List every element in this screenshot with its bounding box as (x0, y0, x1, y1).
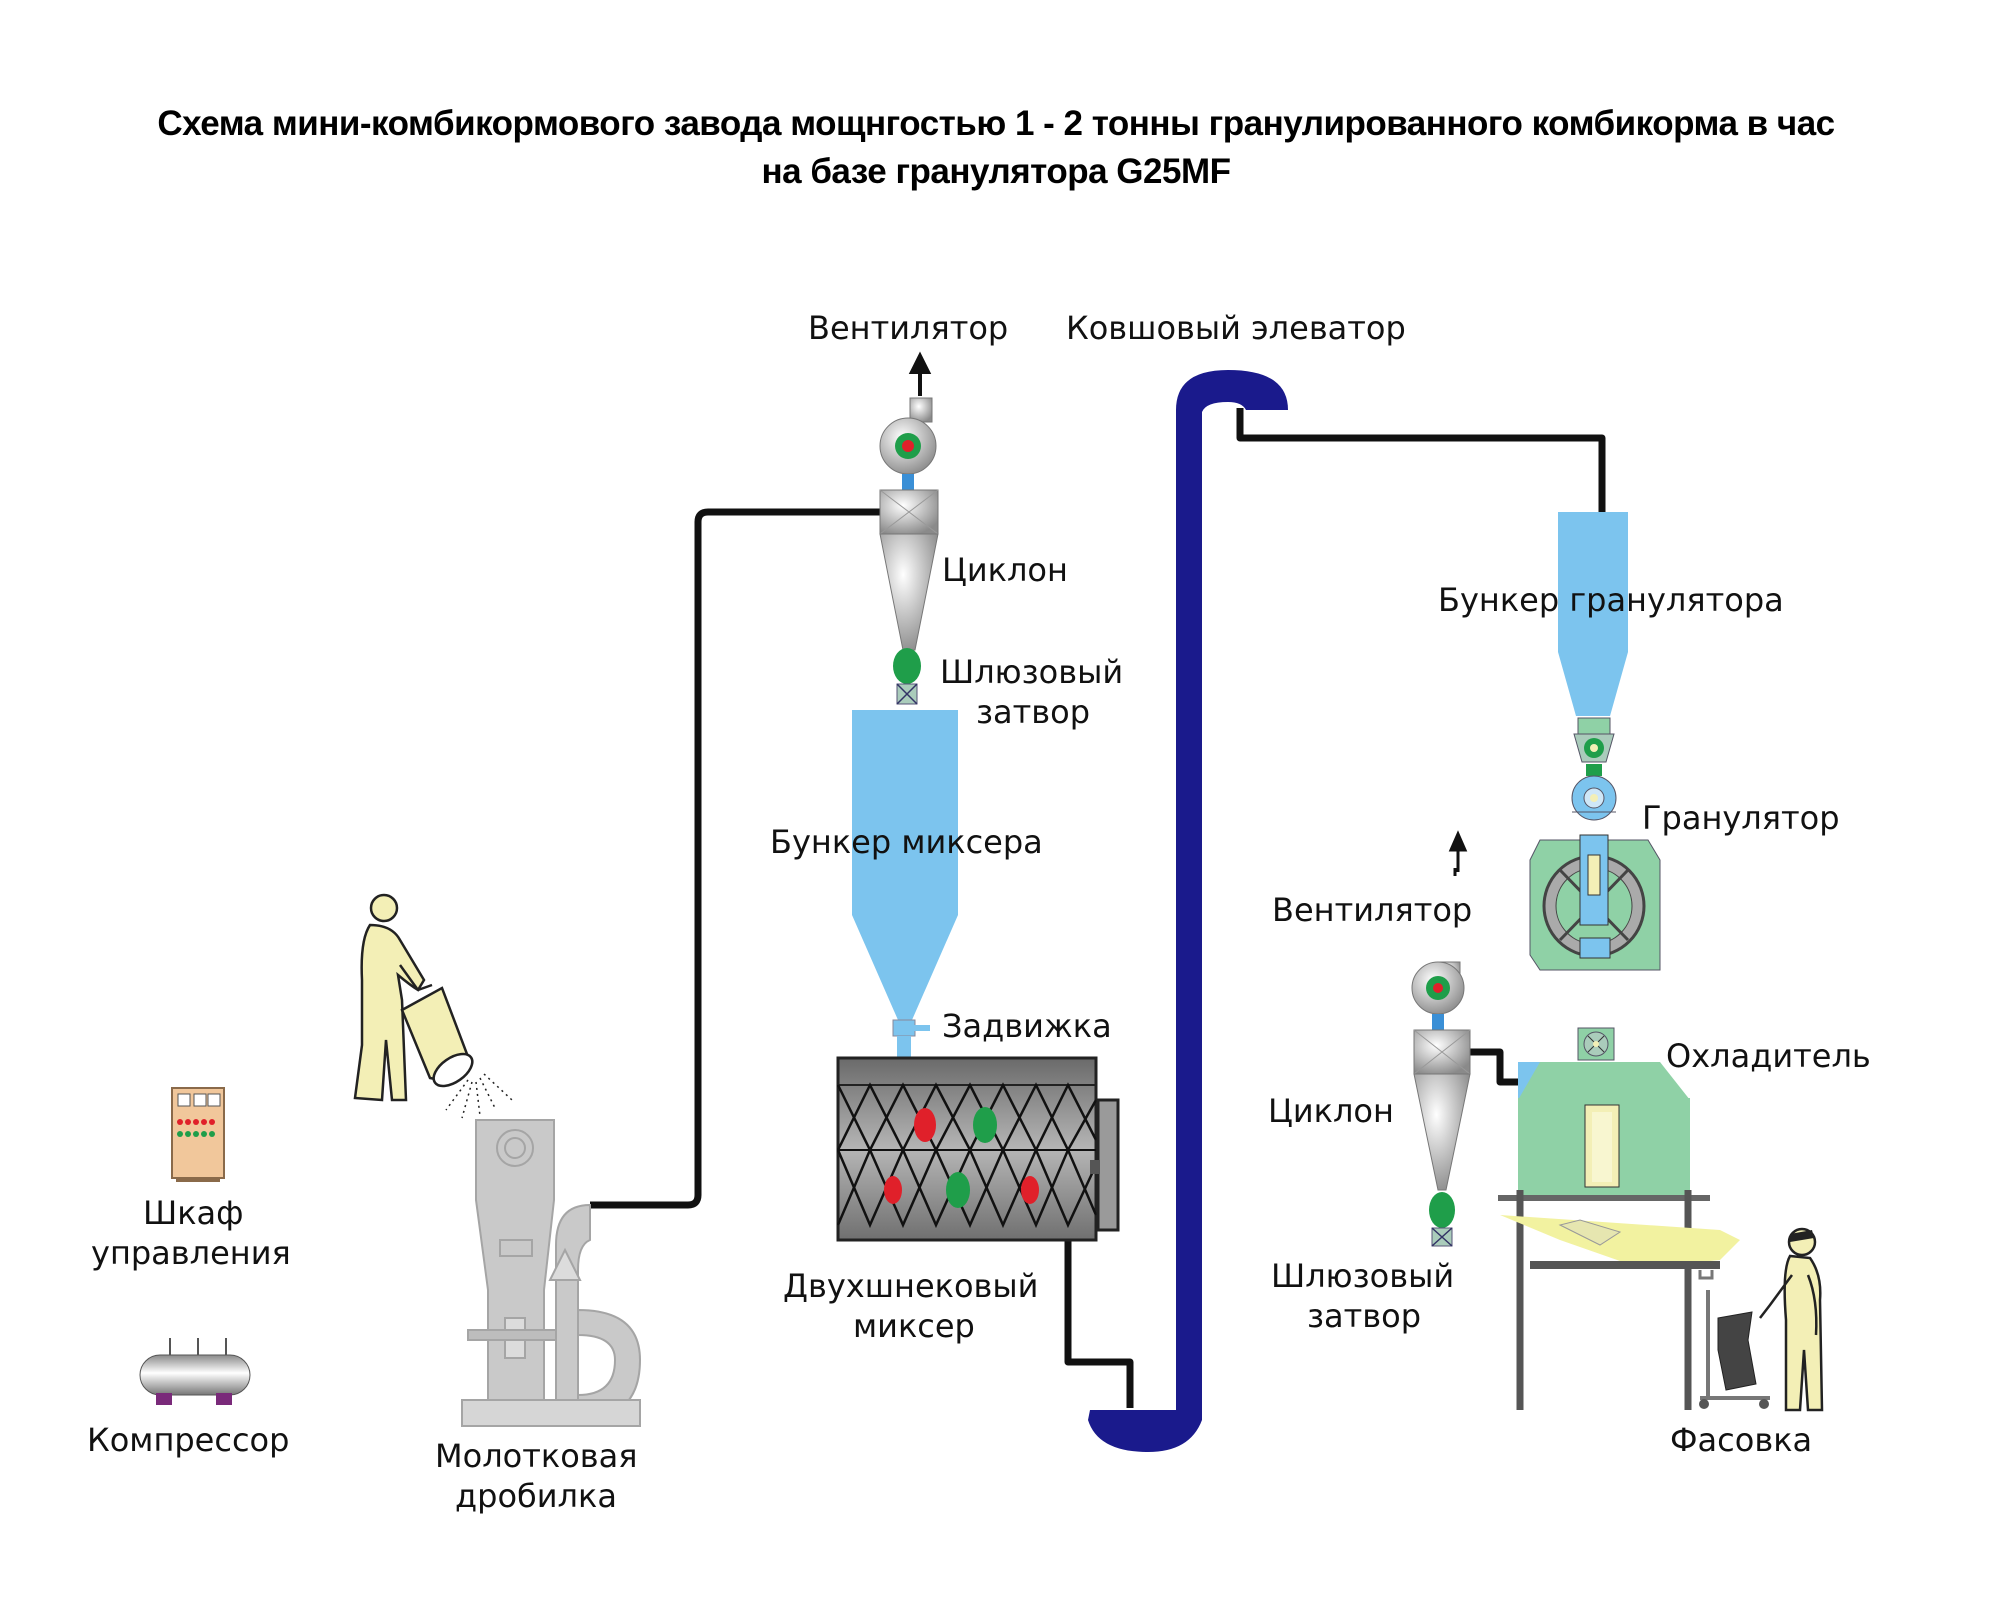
label-airlock-right-line-1: Шлюзовый (1271, 1257, 1455, 1295)
granulator (1529, 717, 1661, 971)
label-cooler: Охладитель (1666, 1037, 1871, 1075)
airlock-right (1429, 1192, 1455, 1247)
label-airlock-top-line-1: Шлюзовый (940, 653, 1124, 691)
airlock-top (893, 648, 921, 705)
mixer-hopper (852, 710, 958, 1020)
label-bucket-elevator: Ковшовый элеватор (1066, 309, 1406, 347)
diagram-title-line-1: Схема мини-комбикормового завода мощнгос… (157, 104, 1835, 143)
fan-right (1411, 830, 1468, 1030)
mixer-paddle-red (914, 1108, 936, 1142)
fan-top (879, 351, 937, 490)
cyclone-right (1413, 1029, 1471, 1191)
pipes (590, 408, 1606, 1408)
twin-shaft-mixer (836, 1056, 1120, 1242)
elevator-boot (1088, 1395, 1202, 1452)
label-mixer-line-2: миксер (853, 1307, 975, 1345)
label-granulator-hopper: Бункер гранулятора (1438, 581, 1784, 619)
label-cyclone-top: Циклон (942, 551, 1068, 589)
label-granulator: Гранулятор (1642, 799, 1840, 837)
label-cyclone-right: Циклон (1268, 1092, 1394, 1130)
hammer-mill (461, 1119, 642, 1427)
mixer-paddle-green (946, 1172, 970, 1208)
label-airlock-top-line-2: затвор (976, 693, 1091, 731)
label-mixer-line-1: Двухшнековый (783, 1267, 1039, 1305)
control-cabinet (171, 1087, 225, 1182)
label-hammer-mill-line-2: дробилка (455, 1477, 617, 1515)
granulator-hopper (1558, 512, 1628, 716)
label-control-cabinet-line-2: управления (91, 1234, 291, 1272)
label-packing: Фасовка (1670, 1421, 1813, 1459)
operator-pouring (353, 893, 474, 1102)
label-gate-valve: Задвижка (942, 1007, 1112, 1045)
mixer-paddle-green (973, 1107, 997, 1143)
pipe-cyclone-to-cooler (1470, 1048, 1518, 1086)
pipe-mill-to-cyclone (590, 508, 880, 1209)
bucket-elevator (1088, 370, 1288, 1452)
elevator-body (1176, 370, 1288, 1420)
label-airlock-right-line-2: затвор (1307, 1297, 1422, 1335)
label-fan-right: Вентилятор (1272, 891, 1473, 929)
label-control-cabinet-line-1: Шкаф (143, 1194, 244, 1232)
label-compressor: Компрессор (87, 1421, 290, 1459)
mixer-paddle-red (884, 1176, 902, 1204)
cyclone-top (879, 489, 939, 651)
mixer-paddle-red (1021, 1176, 1039, 1204)
label-mixer-hopper: Бункер миксера (770, 823, 1043, 861)
gate-valve (892, 1019, 930, 1058)
diagram-title-line-2: на базе гранулятора G25MF (761, 152, 1231, 191)
label-fan-top: Вентилятор (808, 309, 1009, 347)
compressor (139, 1338, 251, 1405)
packing-station (1699, 1227, 1824, 1412)
fan-top-exhaust-arrow (908, 351, 932, 396)
cooler (1498, 1027, 1740, 1410)
pipe-elevator-to-granulator-hopper (1236, 408, 1606, 512)
grain-spray (445, 1073, 513, 1119)
label-hammer-mill-line-1: Молотковая (435, 1437, 638, 1475)
pipe-mixer-to-elevator (1064, 1240, 1134, 1408)
